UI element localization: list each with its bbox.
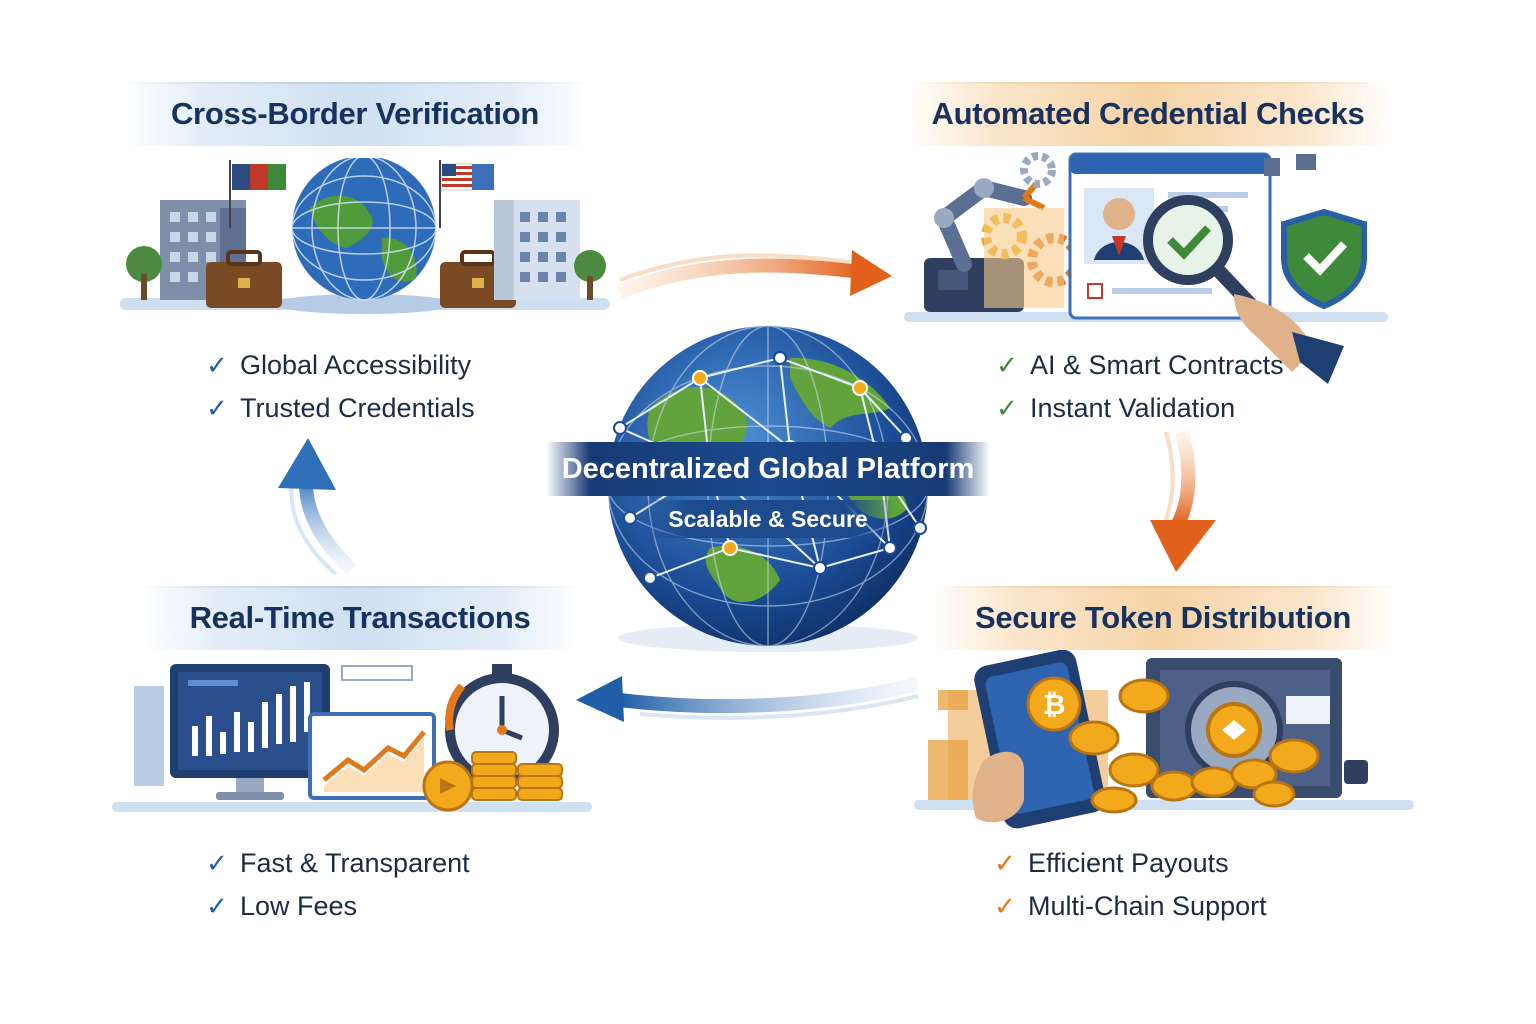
- svg-text:₿: ₿: [1043, 688, 1066, 721]
- globe-icon: [274, 158, 454, 314]
- bullet-list-real-time: ✓Fast & Transparent ✓Low Fees: [206, 842, 470, 928]
- arrow-left-up: [278, 438, 352, 574]
- arrow-bottom-left: [576, 676, 918, 722]
- flag-icon-us: [440, 160, 494, 228]
- check-icon: ✓: [996, 393, 1018, 424]
- arrow-right-down: [1150, 432, 1216, 572]
- check-icon: ✓: [206, 848, 228, 879]
- arrow-top-right: [620, 250, 892, 296]
- check-icon: ✓: [994, 848, 1016, 879]
- token-distribution-illustration: ₿: [914, 650, 1414, 840]
- real-time-illustration: [112, 656, 592, 820]
- bullet-item: ✓Multi-Chain Support: [994, 885, 1267, 928]
- panel-title-cross-border: Cross-Border Verification: [120, 82, 590, 146]
- box-stack-icon: [928, 690, 968, 800]
- monitor-chart-icon: [134, 664, 330, 800]
- bitcoin-coin-icon: ₿: [1028, 678, 1080, 730]
- center-subtitle: Scalable & Secure: [640, 500, 896, 538]
- panel-title-text: Cross-Border Verification: [171, 96, 539, 132]
- panel-title-token-distribution: Secure Token Distribution: [930, 586, 1396, 650]
- check-icon: ✓: [206, 891, 228, 922]
- building-icon-right: [494, 200, 606, 300]
- bullet-item: ✓Global Accessibility: [206, 344, 475, 387]
- shield-check-icon: [1264, 154, 1364, 306]
- check-icon: ✓: [994, 891, 1016, 922]
- center-title: Decentralized Global Platform: [546, 442, 990, 496]
- panel-title-text: Real-Time Transactions: [190, 600, 531, 636]
- panel-title-text: Automated Credential Checks: [932, 96, 1365, 132]
- bullet-item: ✓Efficient Payouts: [994, 842, 1267, 885]
- gear-icon: [984, 156, 1076, 308]
- check-icon: ✓: [206, 350, 228, 381]
- bullet-item: ✓AI & Smart Contracts: [996, 344, 1284, 387]
- panel-title-text: Secure Token Distribution: [975, 600, 1351, 636]
- bullet-item: ✓Fast & Transparent: [206, 842, 470, 885]
- bullet-list-automated-checks: ✓AI & Smart Contracts ✓Instant Validatio…: [996, 344, 1284, 430]
- panel-title-automated-checks: Automated Credential Checks: [906, 82, 1390, 146]
- cross-border-illustration: [120, 158, 610, 322]
- panel-title-real-time: Real-Time Transactions: [140, 586, 580, 650]
- bullet-list-token-distribution: ✓Efficient Payouts ✓Multi-Chain Support: [994, 842, 1267, 928]
- check-icon: ✓: [206, 393, 228, 424]
- bullet-item: ✓Instant Validation: [996, 387, 1284, 430]
- check-icon: ✓: [996, 350, 1018, 381]
- bullet-list-cross-border: ✓Global Accessibility ✓Trusted Credentia…: [206, 344, 475, 430]
- bullet-item: ✓Low Fees: [206, 885, 470, 928]
- bullet-item: ✓Trusted Credentials: [206, 387, 475, 430]
